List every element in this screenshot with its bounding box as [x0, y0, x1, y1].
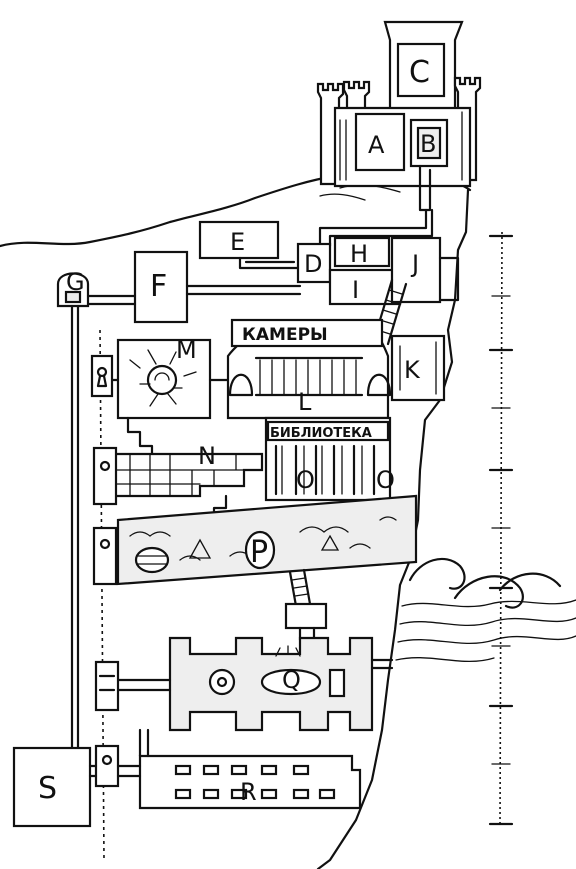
fortress-hall	[94, 636, 394, 732]
room-m	[90, 338, 230, 462]
room-label-o: O	[296, 466, 315, 494]
scale-bar	[488, 231, 514, 827]
room-label-s: S	[38, 771, 57, 806]
upper-level	[133, 208, 460, 346]
room-s	[12, 746, 98, 828]
room-label-f: F	[150, 269, 167, 304]
room-label-j: J	[410, 250, 419, 278]
cave-level	[92, 494, 418, 642]
room-label-p: P	[250, 535, 268, 570]
room-labels: C A B E F G D H I J K L M N O O P Q R S	[38, 55, 436, 806]
room-label-e: E	[230, 228, 245, 256]
room-label-k: K	[404, 356, 421, 384]
room-label-l: L	[298, 388, 312, 416]
room-label-d: D	[304, 250, 322, 278]
library-sign: БИБЛИОТЕКА	[270, 426, 372, 441]
room-label-i: I	[352, 276, 359, 304]
room-label-m: M	[176, 336, 197, 364]
ladder	[288, 568, 312, 608]
room-label-c: C	[409, 55, 430, 90]
room-label-o2: O	[376, 466, 395, 494]
cells-sign: КАМЕРЫ	[242, 325, 328, 345]
room-label-g: G	[66, 268, 85, 296]
room-label-h: H	[350, 240, 368, 268]
room-label-n: N	[198, 442, 216, 470]
room-label-b: B	[420, 130, 436, 158]
room-label-r: R	[240, 778, 257, 806]
lower-hall	[94, 728, 362, 810]
room-k	[390, 334, 446, 402]
library-level	[92, 416, 392, 534]
cells-hall	[226, 318, 392, 420]
room-label-q: Q	[282, 666, 301, 694]
sea-waves	[395, 557, 576, 663]
castle-keep	[316, 20, 482, 212]
room-label-a: A	[368, 131, 385, 159]
